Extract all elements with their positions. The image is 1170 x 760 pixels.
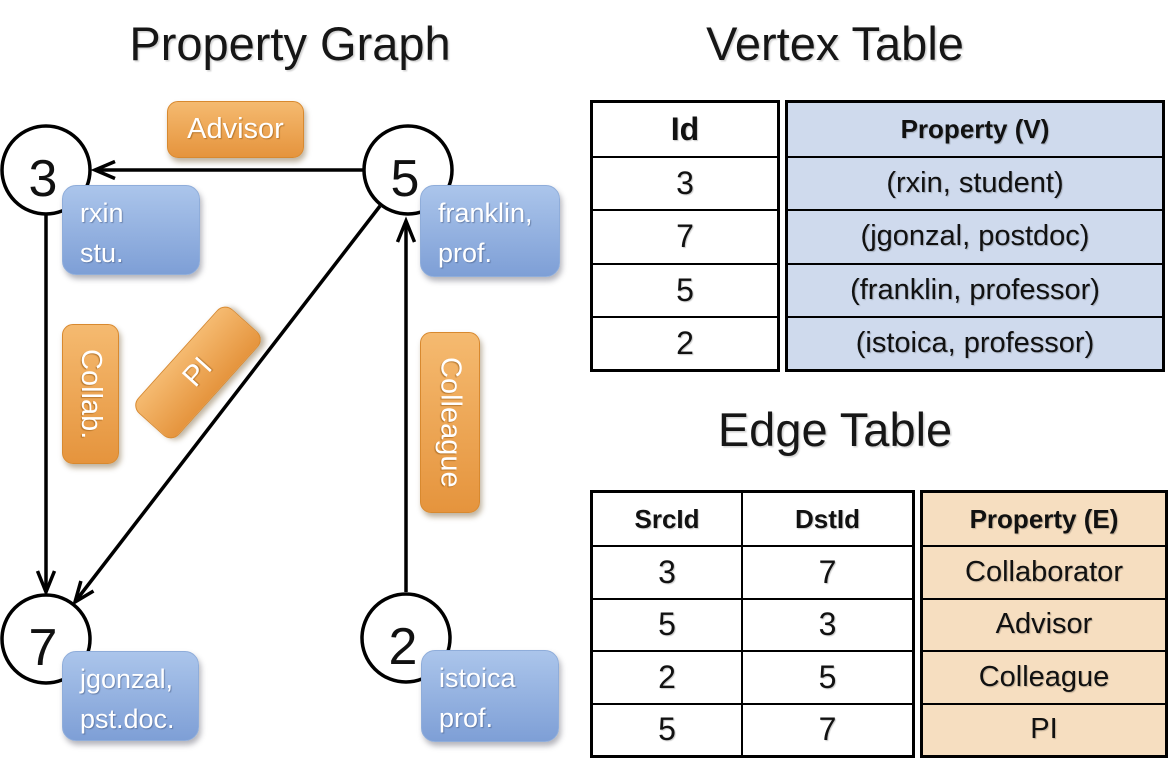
vertex-table-id-header: Id [670,111,700,148]
edge-label-colleague: Colleague [420,332,480,513]
vertex-id-2: 2 [388,618,418,676]
table-cell: 5 [593,702,743,755]
table-cell: Collaborator [923,545,1165,598]
vertex-id-5: 5 [390,150,420,208]
vertex-id-3: 3 [28,150,58,208]
table-cell: 5 [593,262,777,316]
table-cell: Advisor [923,597,1165,651]
edge-label-advisor: Advisor [167,101,304,158]
table-cell: (istoica, professor) [788,315,1162,369]
vertex-id-7: 7 [28,619,58,677]
table-cell: 3 [743,597,912,650]
edge-table-property-header: Property (E) [923,493,1165,546]
vertex-prop-line: stu. [80,238,124,268]
table-cell: 2 [593,315,777,369]
vertex-prop-line: prof. [439,703,494,733]
vertex-prop-box-istoica: istoica prof. [421,650,559,742]
table-cell: 7 [743,702,912,755]
vertex-table-id-column: Id 3 7 5 2 [590,100,780,372]
arrowhead-pi [72,580,95,606]
table-cell: (rxin, student) [788,156,1162,210]
edge-label-collab: Collab. [62,324,119,464]
vertex-prop-line: jgonzal, [80,664,174,694]
table-cell: Colleague [923,650,1165,703]
edge-table-id-columns: SrcId DstId 3 7 5 3 2 5 5 7 [590,490,915,758]
vertex-prop-box-rxin: rxin stu. [62,185,200,275]
vertex-prop-line: pst.doc. [80,704,175,734]
table-cell: (jgonzal, postdoc) [788,209,1162,263]
table-cell: 3 [593,545,743,598]
table-cell: 3 [593,156,777,209]
table-cell: PI [923,702,1165,755]
edge-table-title: Edge Table [717,403,953,456]
vertex-table-title: Vertex Table [706,17,964,70]
vertex-prop-line: prof. [438,238,493,268]
vertex-prop-box-jgonzal: jgonzal, pst.doc. [62,651,199,741]
edge-table-srcid-header: SrcId [593,493,743,546]
vertex-prop-line: franklin, [438,198,533,228]
edge-table-dstid-header: DstId [795,503,860,534]
arrowhead-colleague [395,216,417,243]
arrowhead-collab [35,570,57,597]
table-cell: 7 [593,209,777,262]
table-cell: 7 [743,545,912,597]
arrowhead-advisor [90,159,116,181]
edge-table-property-column: Property (E) Collaborator Advisor Collea… [920,490,1168,758]
vertex-prop-box-franklin: franklin, prof. [420,185,560,277]
table-cell: 5 [743,650,912,702]
edge-line-pi [76,204,382,600]
vertex-table-property-header: Property (V) [788,103,1162,157]
vertex-table-property-column: Property (V) (rxin, student) (jgonzal, p… [785,100,1165,372]
table-cell: 2 [593,650,743,703]
table-cell: 5 [593,597,743,651]
table-cell: (franklin, professor) [788,262,1162,316]
vertex-prop-line: istoica [439,663,516,693]
property-graph-title: Property Graph [129,17,451,70]
vertex-prop-line: rxin [80,198,124,228]
